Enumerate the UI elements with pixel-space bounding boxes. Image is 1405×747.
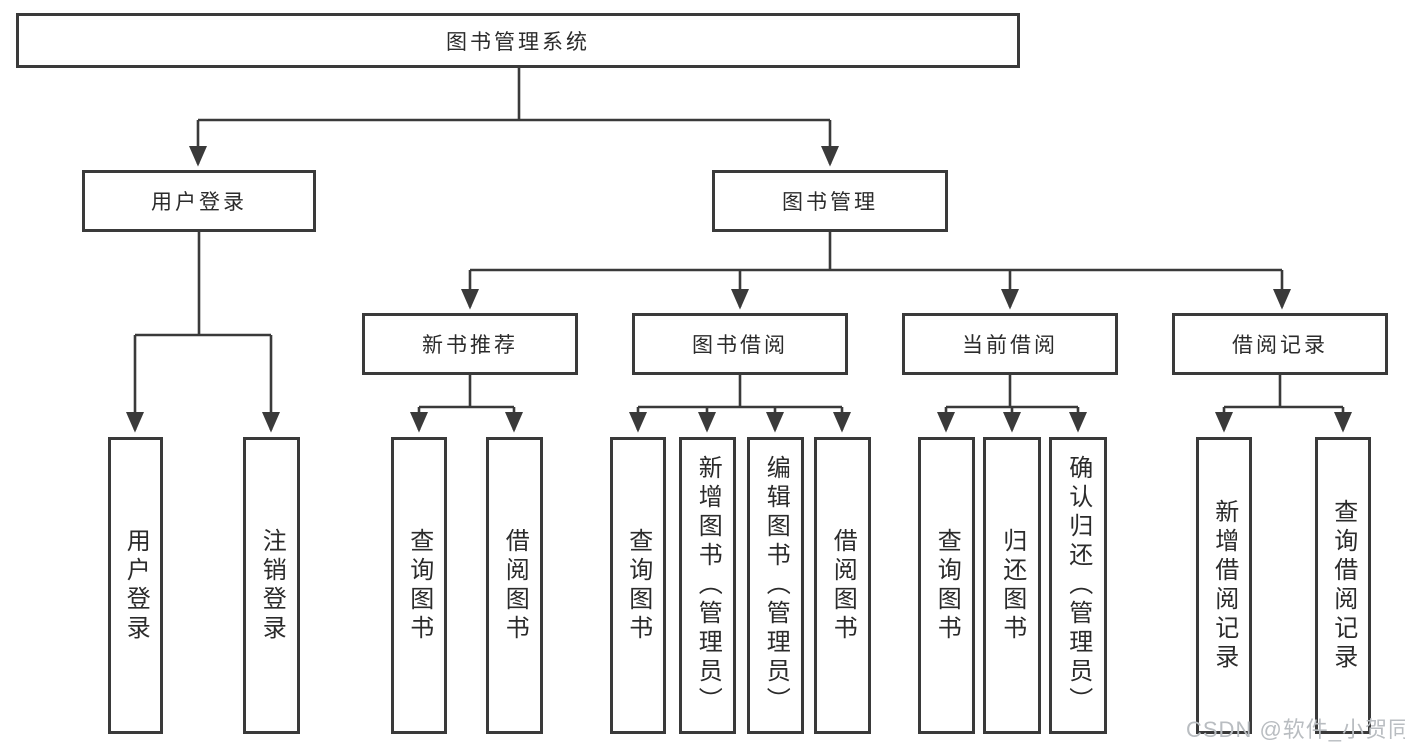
- node-leaf-confirm-return-admin: 确认归还（管理员）: [1049, 437, 1107, 734]
- node-book-borrow: 图书借阅: [632, 313, 848, 375]
- node-leaf-edit-books-admin: 编辑图书（管理员）: [747, 437, 804, 734]
- node-borrow-records: 借阅记录: [1172, 313, 1388, 375]
- node-user-login: 用户登录: [82, 170, 316, 232]
- node-leaf-logout: 注销登录: [243, 437, 300, 734]
- node-leaf-query-books-2: 查询图书: [610, 437, 666, 734]
- node-leaf-add-books-admin: 新增图书（管理员）: [679, 437, 736, 734]
- node-leaf-borrow-books-2: 借阅图书: [814, 437, 871, 734]
- node-leaf-borrow-books-1: 借阅图书: [486, 437, 543, 734]
- node-library-system: 图书管理系统: [16, 13, 1020, 68]
- node-current-borrow: 当前借阅: [902, 313, 1118, 375]
- node-book-management: 图书管理: [712, 170, 948, 232]
- node-leaf-query-borrow-record: 查询借阅记录: [1315, 437, 1371, 734]
- node-leaf-return-books: 归还图书: [983, 437, 1041, 734]
- node-leaf-add-borrow-record: 新增借阅记录: [1196, 437, 1252, 734]
- node-leaf-query-books-1: 查询图书: [391, 437, 447, 734]
- watermark: CSDN @软件_小贺同学: [1186, 717, 1405, 742]
- node-leaf-user-login: 用户登录: [108, 437, 163, 734]
- node-new-book-recommend: 新书推荐: [362, 313, 578, 375]
- node-leaf-query-books-3: 查询图书: [918, 437, 975, 734]
